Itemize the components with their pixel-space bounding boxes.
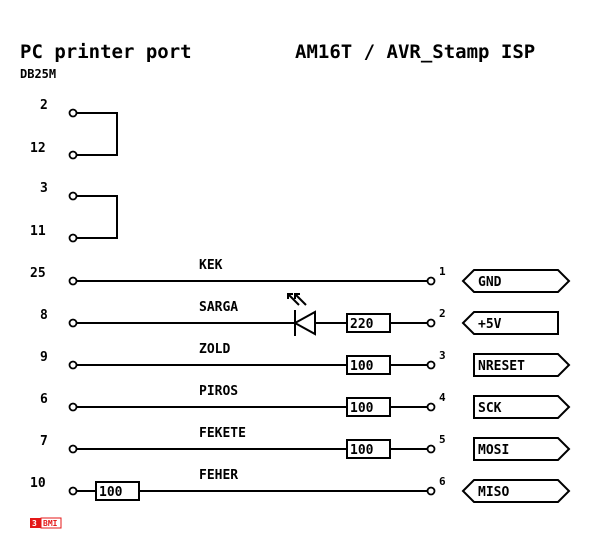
- resistor-value: 100: [350, 401, 374, 416]
- connector-pin-number: 4: [439, 391, 446, 404]
- signal-flag: [473, 437, 571, 461]
- pin-terminal: [68, 318, 78, 328]
- connector-terminal: [426, 318, 436, 328]
- pin-loops: 2 12 3 11: [30, 98, 118, 243]
- pin-terminal: [68, 233, 78, 243]
- connector-terminal: [426, 444, 436, 454]
- logo-red-block: [30, 518, 41, 528]
- wire-label: FEKETE: [199, 426, 246, 441]
- loop-wire: [77, 195, 118, 239]
- resistor-value: 100: [99, 485, 123, 500]
- pin-number: 25: [30, 266, 46, 281]
- pin-loop: 2 12: [30, 98, 118, 160]
- pin-terminal: [68, 444, 78, 454]
- wire-row: 8 SARGA 220 2 +5V: [40, 293, 559, 336]
- signal-flag: [461, 311, 559, 335]
- pin-terminal: [68, 276, 78, 286]
- pin-terminal: [68, 108, 78, 118]
- connector-terminal: [426, 402, 436, 412]
- pin-number: 11: [30, 224, 46, 239]
- signal-label: MISO: [478, 485, 509, 500]
- pin-number: 12: [30, 141, 46, 156]
- pin-loop: 3 11: [30, 181, 118, 243]
- led-arrow-head: [287, 293, 293, 299]
- pin-terminal: [68, 191, 78, 201]
- connector-pin-number: 2: [439, 307, 446, 320]
- resistor-value: 100: [350, 443, 374, 458]
- connector-terminal: [426, 486, 436, 496]
- pin-number: 7: [40, 434, 48, 449]
- signal-label: SCK: [478, 401, 502, 416]
- signal-flag: [461, 269, 571, 293]
- led-arrow-head: [294, 293, 300, 299]
- led-arrow: [287, 293, 300, 306]
- connector-terminal: [426, 360, 436, 370]
- led-diode: [292, 310, 316, 336]
- wire-label: KEK: [199, 258, 223, 273]
- loop-wire: [77, 112, 118, 156]
- pin-number: 9: [40, 350, 48, 365]
- connector-terminal: [426, 276, 436, 286]
- wire-label: SARGA: [199, 300, 238, 315]
- pin-terminal: [68, 486, 78, 496]
- signal-label: +5V: [478, 317, 502, 332]
- connector-pin-number: 3: [439, 349, 446, 362]
- logo-white-block: [40, 517, 62, 529]
- signal-label: GND: [478, 275, 502, 290]
- pin-number: 10: [30, 476, 46, 491]
- wire-label: PIROS: [199, 384, 238, 399]
- connector-pin-number: 5: [439, 433, 446, 446]
- logo-left-text: 3: [32, 519, 37, 528]
- title-left: PC printer port: [20, 41, 192, 63]
- signal-label: NRESET: [478, 359, 525, 374]
- pin-number: 3: [40, 181, 48, 196]
- signal-flag: [473, 395, 571, 419]
- led-arrow: [294, 293, 307, 306]
- pin-terminal: [68, 150, 78, 160]
- signal-flag: [473, 353, 571, 377]
- connector-pin-number: 1: [439, 265, 446, 278]
- wire-label: ZOLD: [199, 342, 230, 357]
- title-right: AM16T / AVR_Stamp ISP: [295, 41, 535, 63]
- pin-number: 2: [40, 98, 48, 113]
- pin-number: 8: [40, 308, 48, 323]
- logo: 3 BMI: [30, 517, 62, 529]
- connector-pin-number: 6: [439, 475, 446, 488]
- logo-right-text: BMI: [43, 519, 58, 528]
- signal-label: MOSI: [478, 443, 509, 458]
- resistor-value: 220: [350, 317, 374, 332]
- signal-flag: [461, 479, 571, 503]
- wire-label: FEHER: [199, 468, 238, 483]
- pin-terminal: [68, 360, 78, 370]
- connector-label: DB25M: [20, 67, 56, 81]
- resistor-value: 100: [350, 359, 374, 374]
- pin-terminal: [68, 402, 78, 412]
- pin-number: 6: [40, 392, 48, 407]
